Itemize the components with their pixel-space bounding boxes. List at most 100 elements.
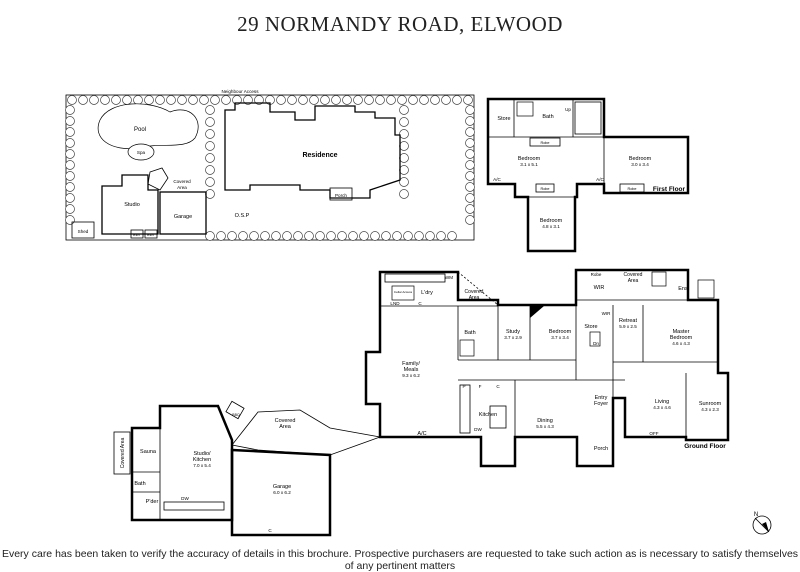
site-garage-label: Garage — [174, 214, 192, 220]
first-floor-label: First Floor — [653, 186, 686, 193]
gf-stairs — [589, 331, 601, 347]
gf-bedroom-dim: 3.7 x 3.4 — [551, 335, 569, 340]
gf-cellar-access — [391, 285, 415, 301]
site-garage — [159, 191, 207, 235]
tree-icon — [89, 95, 99, 105]
gf-wall-chimney — [530, 306, 544, 318]
garage-c-label: C — [268, 528, 272, 533]
studio-label-2: Kitchen — [193, 457, 211, 463]
gf-covered-label-4: Area — [628, 278, 639, 284]
sw-covered-label-2: Area — [279, 424, 292, 430]
gf-ens-label: Ens — [678, 286, 688, 292]
bwt-box-2 — [144, 229, 158, 239]
tree-icon — [359, 231, 369, 241]
tree-icon — [414, 231, 424, 241]
gf-p-label: P — [462, 384, 465, 389]
disclaimer-text: Every care has been taken to verify the … — [1, 548, 799, 572]
tree-icon — [392, 231, 402, 241]
gf-ldry-label: L'dry — [421, 290, 433, 296]
studio-label: Studio/ — [193, 451, 211, 457]
gf-ac-label: A/C — [417, 431, 426, 437]
tree-icon — [465, 105, 475, 115]
gf-bath-label: Bath — [464, 330, 475, 336]
garage-dim: 6.0 x 6.2 — [273, 490, 291, 495]
gf-wir2-label: WIR — [602, 311, 611, 316]
tree-icon — [375, 95, 385, 105]
tree-icon — [65, 116, 75, 126]
page-title: 29 NORMANDY ROAD, ELWOOD — [237, 12, 563, 36]
gf-covered-label-3: Covered — [624, 272, 643, 278]
tree-icon — [298, 95, 308, 105]
tree-icon — [399, 165, 409, 175]
ff-bedroom3-label: Bedroom — [540, 218, 563, 224]
tree-icon — [399, 189, 409, 199]
gf-laundry-bench — [384, 273, 446, 283]
site-trees — [65, 95, 475, 241]
gf-f-label: F — [479, 384, 482, 389]
tree-icon — [465, 149, 475, 159]
gf-covered-label-2: Area — [469, 295, 480, 301]
tree-icon — [436, 231, 446, 241]
ff-ac-label-1: A/C — [493, 177, 501, 182]
gf-c-label-1: C — [496, 384, 500, 389]
tree-icon — [249, 231, 259, 241]
bwt-label-1: BWT — [133, 233, 142, 237]
gf-study-label: Study — [506, 329, 520, 335]
gf-family-dim: 9.3 x 6.2 — [402, 373, 420, 378]
tree-icon — [425, 231, 435, 241]
site-porch-label: Porch — [335, 193, 347, 198]
gf-shower — [459, 339, 475, 357]
first-floor-plan: Store Bath Up Robe Robe Robe Bedroom 3.1… — [486, 97, 690, 253]
tree-icon — [177, 95, 187, 105]
bwt-label-2: BWT — [147, 233, 156, 237]
tree-icon — [304, 231, 314, 241]
pool-shape — [97, 103, 199, 150]
studio-wing-plan: Covered Area Studio/ Kitchen 7.0 x 5.4 S… — [113, 400, 382, 537]
sauna-label: Sauna — [140, 449, 157, 455]
tree-icon — [364, 95, 374, 105]
tree-icon — [65, 127, 75, 137]
gf-retreat-dim: 5.9 x 2.5 — [619, 324, 637, 329]
ff-bedroom1-label: Bedroom — [518, 156, 541, 162]
tree-icon — [465, 127, 475, 137]
ff-bath-label: Bath — [542, 114, 553, 120]
tree-icon — [399, 105, 409, 115]
tree-icon — [408, 95, 418, 105]
left-covered-area — [113, 431, 131, 475]
tree-icon — [199, 95, 209, 105]
tree-icon — [65, 171, 75, 181]
tree-icon — [65, 215, 75, 225]
site-shed — [71, 221, 95, 239]
tree-icon — [381, 231, 391, 241]
gf-kitchen-bench — [459, 384, 471, 434]
gf-entry-label: Entry — [595, 395, 608, 401]
garage-outline — [230, 448, 332, 537]
ff-up-label: Up — [565, 107, 571, 112]
tree-icon — [188, 95, 198, 105]
tree-icon — [309, 95, 319, 105]
tree-icon — [260, 231, 270, 241]
tree-icon — [399, 129, 409, 139]
tree-icon — [216, 231, 226, 241]
sw-covered-label-1: Covered — [275, 418, 296, 424]
gf-master-label: Master — [673, 329, 690, 335]
tree-icon — [441, 95, 451, 105]
tree-icon — [78, 95, 88, 105]
gf-kitchen-label: Kitchen — [479, 412, 497, 418]
studio-bench — [163, 501, 225, 511]
garage-label: Garage — [273, 484, 291, 490]
tree-icon — [205, 129, 215, 139]
tree-icon — [465, 193, 475, 203]
left-covered-label: Covered Area — [120, 437, 126, 468]
tree-icon — [65, 204, 75, 214]
tree-icon — [287, 95, 297, 105]
tree-icon — [465, 116, 475, 126]
site-osp-label: O.S.P — [235, 213, 250, 219]
tree-icon — [397, 95, 407, 105]
ff-robe-2 — [619, 183, 645, 193]
ff-bedroom2-label: Bedroom — [629, 156, 652, 162]
tree-icon — [353, 95, 363, 105]
tree-icon — [337, 231, 347, 241]
gf-study-dim: 3.7 x 2.9 — [504, 335, 522, 340]
tree-icon — [210, 95, 220, 105]
